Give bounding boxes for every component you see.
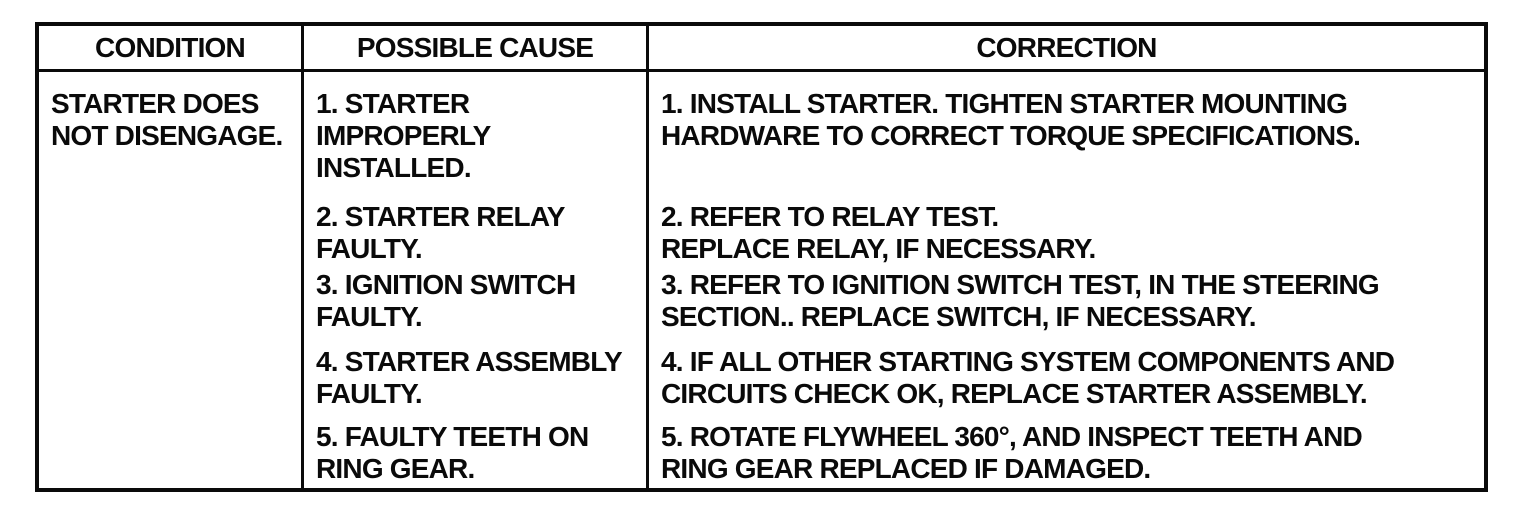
cause-item-2: 2. STARTER RELAY FAULTY.	[304, 201, 649, 269]
troubleshooting-table: CONDITION POSSIBLE CAUSE CORRECTION STAR…	[35, 22, 1488, 492]
cause-item-1: 1. STARTER IMPROPERLY INSTALLED.	[304, 72, 649, 201]
correction-item-1: 1. INSTALL STARTER. TIGHTEN STARTER MOUN…	[661, 88, 1361, 151]
condition-cell: STARTER DOES NOT DISENGAGE.	[39, 72, 304, 488]
cause-item-3: 3. IGNITION SWITCH FAULTY.	[304, 269, 649, 346]
correction-item-4: 4. IF ALL OTHER STARTING SYSTEM COMPONEN…	[661, 346, 1395, 409]
column-header-correction: CORRECTION	[649, 26, 1484, 72]
correction-item-2: 2. REFER TO RELAY TEST. REPLACE RELAY, I…	[661, 201, 1096, 264]
column-header-possible-cause: POSSIBLE CAUSE	[304, 26, 649, 72]
cause-item-5: 5. FAULTY TEETH ON RING GEAR.	[304, 421, 649, 488]
correction-item-3: 3. REFER TO IGNITION SWITCH TEST, IN THE…	[661, 269, 1380, 332]
cause-item-4: 4. STARTER ASSEMBLY FAULTY.	[304, 346, 649, 421]
column-header-condition: CONDITION	[39, 26, 304, 72]
correction-item-5: 5. ROTATE FLYWHEEL 360°, AND INSPECT TEE…	[661, 421, 1363, 484]
